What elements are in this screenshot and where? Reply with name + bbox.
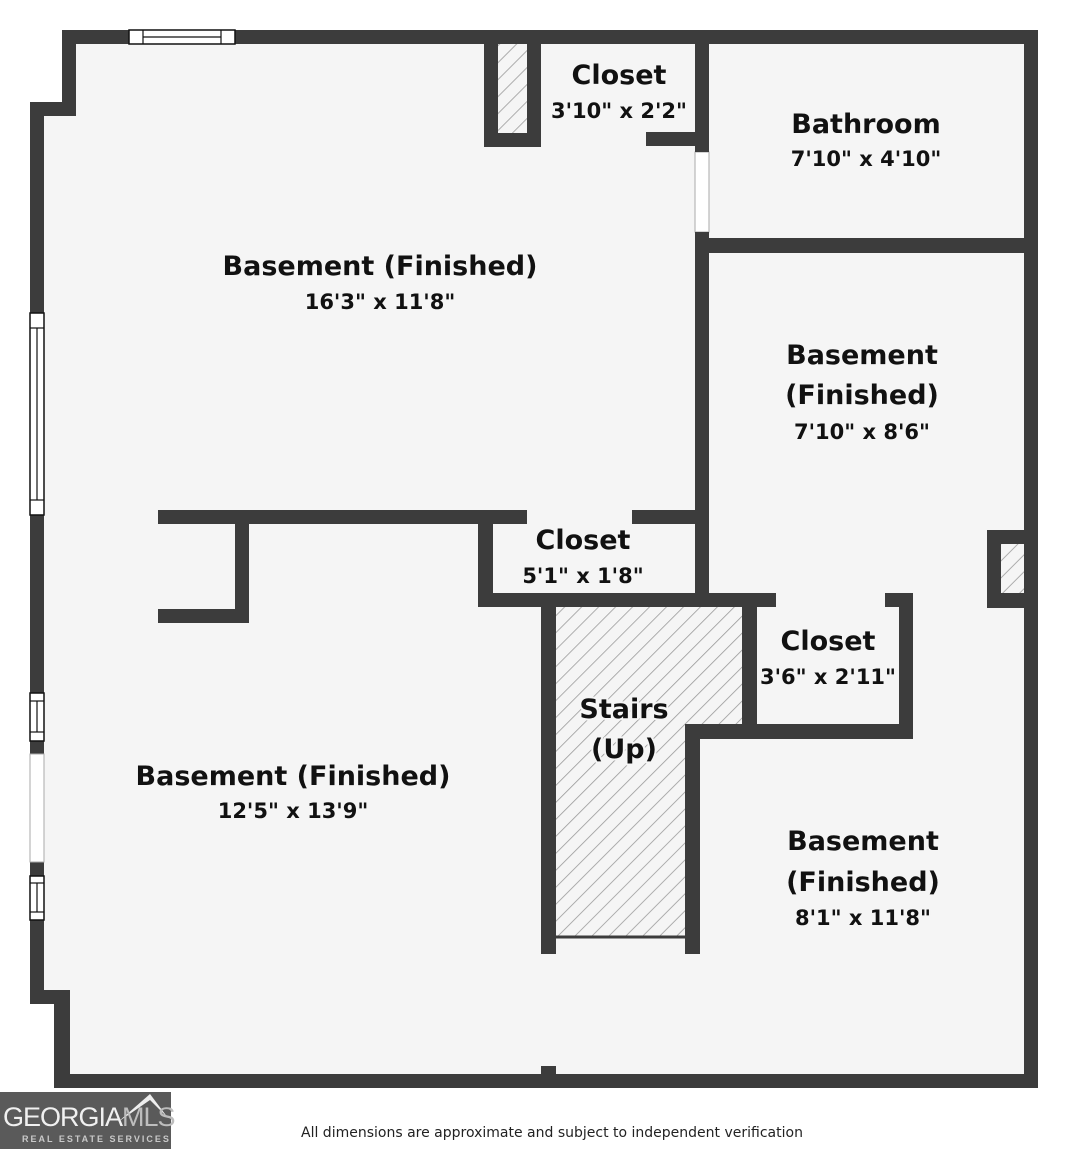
room-dimensions: 12'5" x 13'9" <box>218 799 369 823</box>
window-left-lower <box>29 875 45 921</box>
exterior-walls <box>30 30 1038 1088</box>
room-name: Closet <box>781 626 876 657</box>
logo-bold-text: GEORGIA <box>3 1102 123 1132</box>
room-dimensions: 3'10" x 2'2" <box>551 99 687 123</box>
disclaimer-text: All dimensions are approximate and subje… <box>301 1125 803 1141</box>
room-closet-middle: Closet 5'1" x 1'8" <box>520 523 645 590</box>
floor-area <box>30 30 1038 1088</box>
window-top <box>128 29 236 45</box>
room-dimensions: 8'1" x 11'8" <box>795 906 931 930</box>
room-name-line1: Basement <box>786 340 938 371</box>
logo-thin-text: MLS <box>122 1102 176 1132</box>
room-closet-right: Closet 3'6" x 2'11" <box>758 624 898 691</box>
room-dimensions: 3'6" x 2'11" <box>760 665 896 689</box>
room-basement-right-middle: Basement (Finished) 7'10" x 8'6" <box>783 338 941 446</box>
room-closet-top: Closet 3'10" x 2'2" <box>549 58 689 125</box>
room-name: Closet <box>572 60 667 91</box>
room-dimensions: 16'3" x 11'8" <box>305 290 456 314</box>
room-basement-right-lower: Basement (Finished) 8'1" x 11'8" <box>784 824 942 932</box>
bathroom-door-opening <box>694 151 710 233</box>
room-basement-main-lower: Basement (Finished) 12'5" x 13'9" <box>134 759 453 825</box>
room-name: Closet <box>536 525 631 556</box>
room-bathroom: Bathroom 7'10" x 4'10" <box>789 107 944 173</box>
room-dimensions: 7'10" x 4'10" <box>791 147 942 171</box>
logo-wordmark: GEORGIAMLS <box>3 1102 176 1133</box>
room-basement-main-upper: Basement (Finished) 16'3" x 11'8" <box>221 249 540 316</box>
room-name-line1: Basement <box>787 826 939 857</box>
logo-tagline: REAL ESTATE SERVICES <box>22 1134 171 1144</box>
room-stairs: Stairs (Up) <box>577 692 670 767</box>
stairs-label-line2: (Up) <box>591 734 657 765</box>
room-name-line2: (Finished) <box>785 380 939 411</box>
room-name: Basement (Finished) <box>136 761 451 792</box>
windows <box>29 29 710 921</box>
room-dimensions: 5'1" x 1'8" <box>522 564 643 588</box>
roof-icon <box>118 1094 168 1122</box>
georgia-mls-logo: GEORGIAMLS REAL ESTATE SERVICES <box>0 1092 176 1149</box>
window-left-upper <box>29 312 45 516</box>
room-dimensions: 7'10" x 8'6" <box>794 420 930 444</box>
window-left-middle <box>29 692 45 742</box>
stairs-label-line1: Stairs <box>579 694 668 725</box>
interior-walls <box>158 44 1038 1076</box>
room-name-line2: (Finished) <box>786 867 940 898</box>
room-name: Basement (Finished) <box>223 251 538 282</box>
door-opening-left <box>29 753 45 863</box>
room-name: Bathroom <box>791 109 940 140</box>
